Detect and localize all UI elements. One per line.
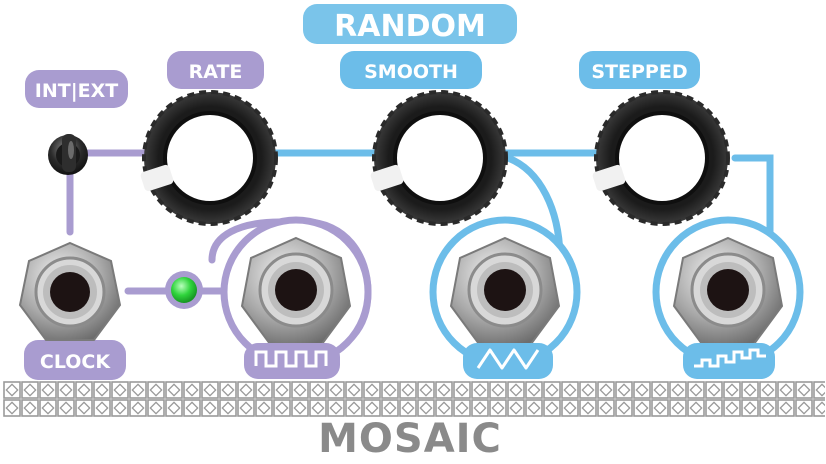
rate-label: RATE xyxy=(189,61,243,83)
stepped-label-badge: STEPPED xyxy=(579,51,700,89)
int-ext-toggle-switch[interactable] xyxy=(48,134,88,175)
rate-knob-indicator xyxy=(140,164,174,192)
title-badge: RANDOM xyxy=(303,4,517,44)
int-ext-label-badge: INT|EXT xyxy=(25,70,128,108)
rate-knob[interactable] xyxy=(140,90,278,226)
brand-text: MOSAIC xyxy=(318,416,502,462)
clock-input-jack[interactable] xyxy=(18,241,122,341)
square-wave-icon xyxy=(254,350,328,368)
int-ext-label: INT|EXT xyxy=(35,80,118,102)
smooth-output-badge xyxy=(463,343,553,379)
stepped-knob[interactable] xyxy=(592,90,730,226)
pulse-output-badge xyxy=(244,343,340,379)
rate-label-badge: RATE xyxy=(167,51,264,89)
module-title: RANDOM xyxy=(334,9,486,44)
stepped-label: STEPPED xyxy=(591,61,687,83)
smooth-label-badge: SMOOTH xyxy=(340,51,482,89)
stepped-output-badge xyxy=(683,343,775,379)
brand-logo: MOSAIC xyxy=(318,416,502,462)
smooth-output-jack[interactable] xyxy=(449,236,561,345)
clock-led-indicator xyxy=(165,271,203,309)
clock-label: CLOCK xyxy=(40,351,111,373)
stepped-knob-indicator xyxy=(592,164,626,192)
smooth-knob-indicator xyxy=(370,164,404,192)
triangle-wave-icon xyxy=(476,348,540,370)
smooth-knob[interactable] xyxy=(370,90,508,226)
smooth-label: SMOOTH xyxy=(364,61,458,83)
stepped-output-jack[interactable] xyxy=(672,236,784,345)
pulse-output-jack[interactable] xyxy=(240,236,352,345)
clock-label-badge: CLOCK xyxy=(24,340,126,380)
mosaic-tile-border xyxy=(3,381,825,417)
stepped-wave-icon xyxy=(694,348,766,368)
